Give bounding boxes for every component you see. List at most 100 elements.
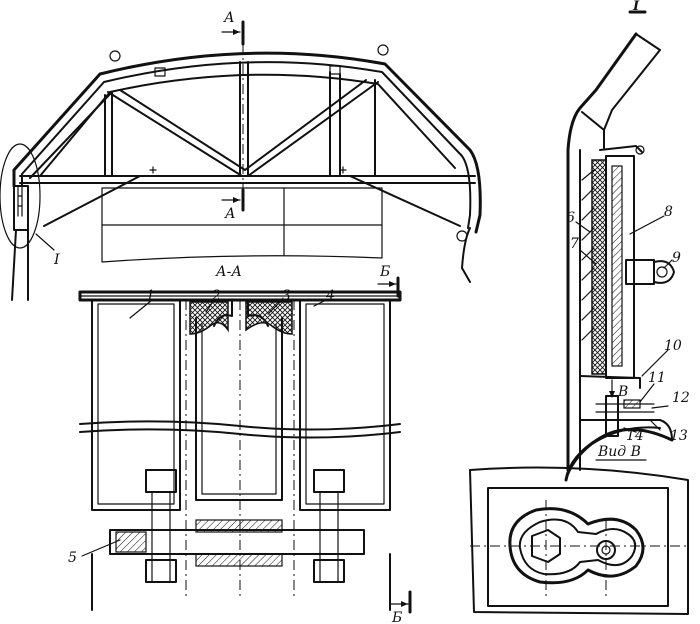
- roof-bracket: [329, 65, 341, 75]
- callout-14: 14: [626, 428, 644, 444]
- leader-6: [575, 221, 591, 233]
- detail-inclined-skin: [603, 49, 661, 131]
- lower-nut: [623, 399, 641, 409]
- label-detail-i: I: [53, 252, 60, 268]
- lamp-bulb: [656, 266, 668, 278]
- callout-6: 6: [566, 210, 575, 226]
- callout-7: 7: [570, 236, 579, 252]
- leader-3: [267, 299, 283, 315]
- detail-outer-skin: [566, 32, 638, 472]
- bolt-nut-right: [313, 559, 345, 583]
- left-box-inner: [97, 303, 175, 505]
- truss-brace: [43, 175, 141, 227]
- label-view-b: Вид В: [597, 444, 641, 460]
- leader-9: [663, 259, 673, 269]
- lifting-eye: [109, 50, 121, 62]
- roof-inner-skin: [21, 61, 472, 229]
- detail-i-element: [17, 185, 23, 217]
- right-box-profile: [299, 299, 391, 511]
- label-section-b-bottom: Б: [391, 610, 402, 624]
- omega-profile: [213, 299, 269, 327]
- label-section-aa: А-А: [215, 264, 242, 280]
- callout-11: 11: [648, 370, 666, 386]
- lower-flange-plate: [109, 529, 365, 555]
- latch-plate-inner: [518, 518, 637, 576]
- truss-diagonal: [247, 81, 379, 177]
- detail-i-callout-circle: [0, 143, 41, 249]
- leader-10: [641, 349, 669, 377]
- leader-13: [649, 419, 661, 431]
- flange-hatch-bottom: [195, 553, 283, 567]
- callout-10: 10: [664, 338, 682, 354]
- ventilation-ribs: [581, 169, 595, 341]
- label-detail-i-title: I: [632, 0, 640, 14]
- callout-3: 3: [282, 288, 291, 304]
- leader-12: [651, 405, 669, 409]
- view-b-plate: [487, 487, 669, 607]
- left-box-profile: [91, 299, 181, 511]
- joint-section-view: [78, 276, 412, 614]
- lamp-lens: [653, 260, 675, 284]
- interior-panel: [101, 187, 383, 263]
- callout-8: 8: [664, 204, 673, 220]
- lifting-eye: [377, 44, 389, 56]
- detail-i-leader: [35, 233, 55, 251]
- truss-diagonal: [244, 79, 367, 171]
- leader-2: [205, 299, 215, 313]
- bolt-nut-left: [145, 559, 177, 583]
- lower-ledge: [579, 375, 641, 389]
- section-arrowhead: [233, 197, 240, 203]
- break-line: [79, 428, 401, 439]
- detail-corner: [581, 111, 605, 149]
- curved-panel: [564, 428, 674, 482]
- section-arrowhead: [233, 29, 240, 35]
- roof-outer-skin: [12, 51, 482, 234]
- view-b: [469, 466, 690, 615]
- center-channel-inner: [201, 323, 277, 495]
- filter-element: [611, 165, 623, 367]
- view-b-outline: [469, 466, 689, 615]
- section-arrowhead: [389, 281, 396, 287]
- leader-14: [623, 427, 637, 433]
- roof-truss-view: [0, 20, 482, 301]
- truss-diagonal: [107, 91, 243, 177]
- bolt-head-right: [313, 469, 345, 493]
- latch-plate: [508, 507, 645, 585]
- label-section-a-top: А: [223, 10, 235, 26]
- callout-9: 9: [672, 250, 681, 266]
- lower-support: [579, 419, 673, 441]
- leader-8: [629, 215, 665, 235]
- seal-left: [189, 301, 229, 335]
- bolt-head-left: [145, 469, 177, 493]
- hinge-pin: [635, 145, 645, 155]
- filter-pack: [591, 159, 607, 375]
- detail-skin-end: [635, 33, 661, 51]
- callout-1: 1: [146, 288, 155, 304]
- center-channel: [195, 317, 283, 501]
- leader-11: [639, 383, 655, 403]
- callout-2: 2: [211, 288, 221, 304]
- section-arrowhead: [401, 601, 408, 607]
- callout-5: 5: [68, 550, 77, 566]
- callout-12: 12: [672, 390, 690, 406]
- leader-5: [81, 539, 121, 557]
- washer-left: [115, 531, 147, 553]
- detail-i-view: [564, 10, 675, 482]
- roof-bracket: [154, 67, 166, 77]
- hex-bolt-head: [531, 529, 561, 563]
- label-section-a-bottom: А: [224, 206, 236, 222]
- bolt-shank-right: [319, 491, 339, 583]
- truss-diagonal: [29, 91, 113, 179]
- leader-1: [129, 299, 153, 319]
- label-section-b-top: Б: [379, 264, 390, 280]
- filter-hinge: [599, 145, 643, 153]
- weld-mark: [149, 166, 347, 174]
- flange-hatch-top: [195, 519, 283, 533]
- view-arrowhead: [609, 391, 615, 398]
- right-fastener: [456, 230, 468, 242]
- truss-brace: [349, 175, 461, 227]
- label-view-b-arrow: В: [617, 384, 628, 400]
- seal-right: [245, 301, 293, 335]
